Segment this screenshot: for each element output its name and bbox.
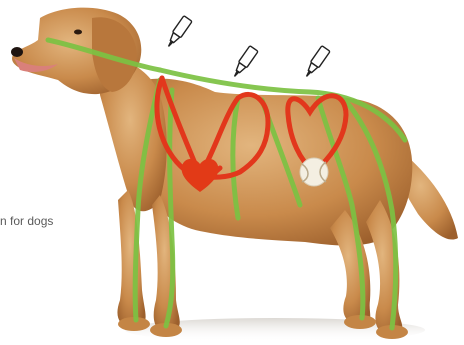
caption-text: n for dogs (0, 214, 53, 228)
dog-nose (11, 47, 23, 57)
dog-eye (74, 30, 82, 35)
applicator-icon (230, 46, 258, 80)
applicator-icon (164, 16, 192, 50)
applicator-icon (302, 46, 330, 80)
tennis-ball-icon (300, 158, 328, 186)
